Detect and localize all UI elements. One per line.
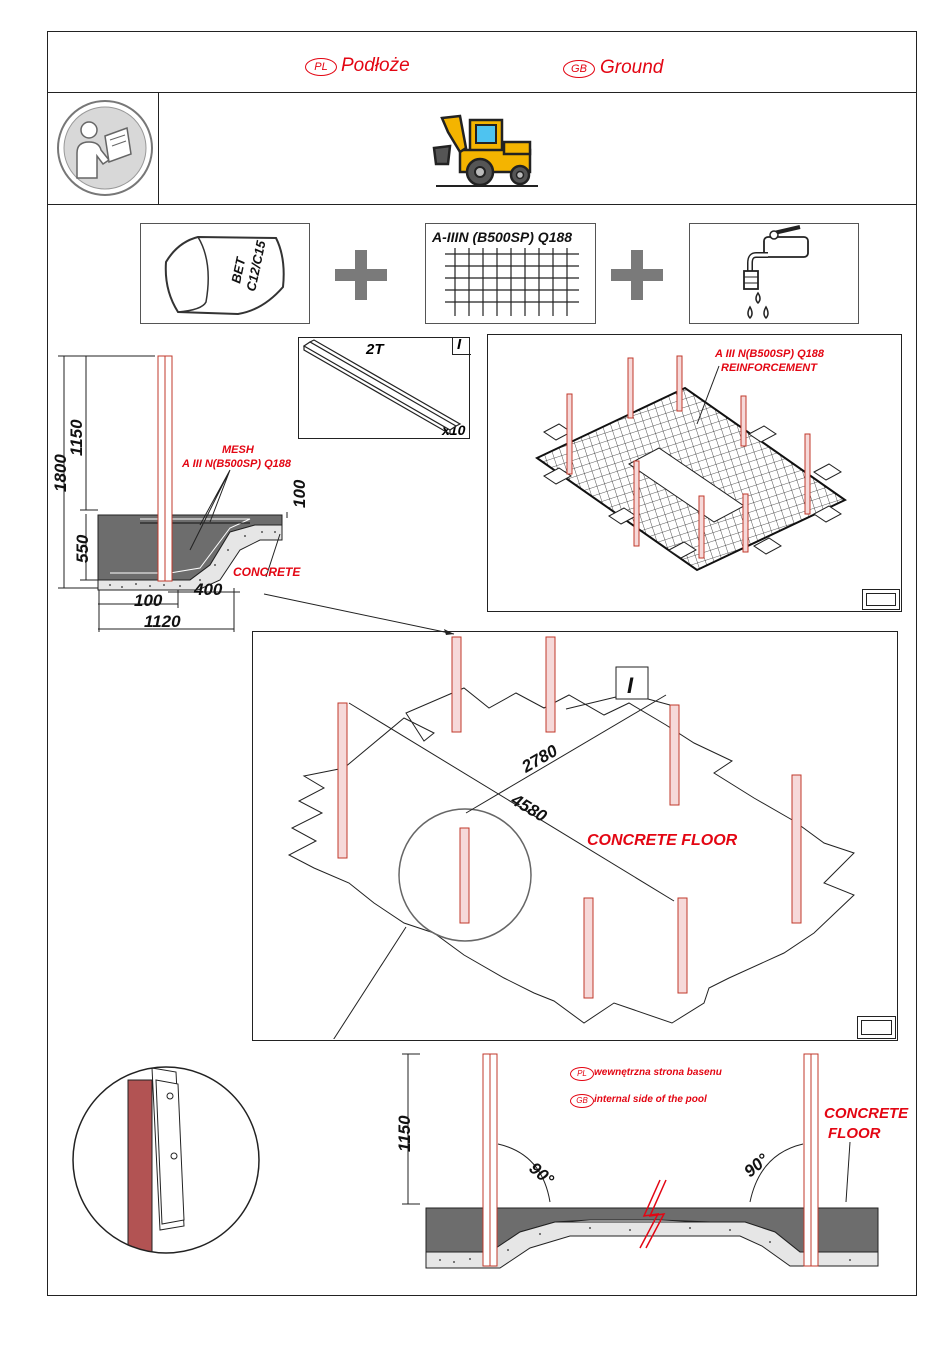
- bottom-dim-1150: 1150: [395, 1115, 414, 1152]
- dim-550: 550: [73, 534, 92, 563]
- gb-badge: GB: [563, 60, 595, 78]
- reinforcement-diagram: A III N(B500SP) Q188 REINFORCEMENT: [489, 336, 900, 610]
- note-gb-text: internal side of the pool: [594, 1094, 707, 1105]
- dim-100-bottom: 100: [134, 591, 163, 610]
- reinforcement-label-1: A III N(B500SP) Q188: [714, 348, 825, 360]
- read-manual-icon: [55, 98, 155, 198]
- dim-400: 400: [193, 580, 223, 599]
- dim-1800: 1800: [51, 454, 70, 492]
- mesh-title: A-IIIN (B500SP) Q188: [432, 229, 572, 245]
- floor-plan-diagram: I 2780 4580 CONCRETE FLOOR: [254, 633, 896, 1039]
- pl-badge: PL: [305, 58, 337, 76]
- dim-100-right: 100: [290, 479, 309, 508]
- mesh-grid-icon: [445, 248, 579, 316]
- profile-bar-icon: [300, 338, 468, 438]
- floor-label-2: FLOOR: [828, 1125, 881, 1142]
- dim-1150: 1150: [67, 419, 86, 456]
- dim-1120: 1120: [144, 612, 181, 631]
- excavator-icon: [430, 112, 542, 188]
- bottom-section-diagram: 1150 90° 90° CONCRETE FLOOR: [390, 1052, 910, 1284]
- mesh-label-2: A III N(B500SP) Q188: [181, 458, 292, 470]
- concrete-label: CONCRETE: [233, 565, 301, 579]
- icon-row-divider: [47, 204, 917, 205]
- floor-plan-label: CONCRETE FLOOR: [587, 832, 738, 849]
- plus-icon-1: [335, 250, 387, 300]
- mesh-label-1: MESH: [222, 444, 255, 456]
- angle-left: 90°: [525, 1159, 557, 1190]
- plus-icon-2: [611, 250, 663, 300]
- header-divider: [47, 92, 917, 93]
- water-tap-icon: [734, 225, 818, 323]
- note-gb-badge: GB: [570, 1094, 594, 1108]
- dim-2780: 2780: [518, 741, 562, 777]
- concrete-bag-icon: BET C12/C15: [158, 232, 293, 317]
- icon-cell-divider: [158, 92, 159, 204]
- floor-label-1: CONCRETE: [824, 1105, 909, 1122]
- gb-title: Ground: [600, 57, 663, 79]
- profile-detail-circle: [66, 1060, 266, 1260]
- note-pl-text: wewnętrzna strona basenu: [594, 1067, 722, 1078]
- dim-4580: 4580: [507, 790, 551, 827]
- angle-right: 90°: [740, 1150, 772, 1181]
- pl-title: Podłoże: [341, 55, 410, 77]
- floor-plan-detail-mark: I: [627, 673, 634, 698]
- note-pl-badge: PL: [570, 1067, 594, 1081]
- reinforcement-label-2: REINFORCEMENT: [721, 362, 818, 374]
